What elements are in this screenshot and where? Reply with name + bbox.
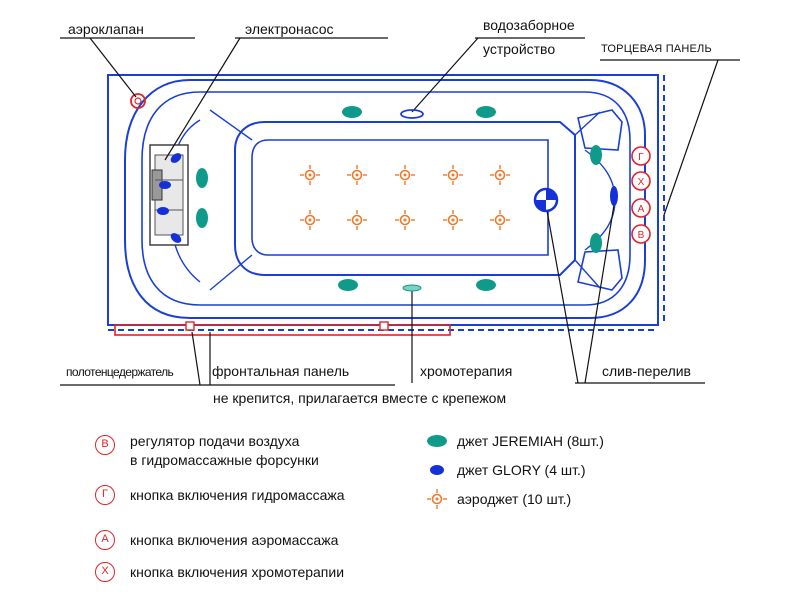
- water-intake-icon: [400, 109, 424, 119]
- basin-corner-line: [209, 254, 253, 291]
- label-pump: электронасос: [245, 21, 334, 37]
- legend-item-label: кнопка включения аэромассажа: [130, 532, 339, 548]
- chromotherapy-lamp-icon: [402, 284, 422, 292]
- panel-button-3: А: [631, 198, 651, 218]
- legend-item-label: в гидромассажные форсунки: [130, 452, 319, 468]
- panel-button-circle: [631, 198, 651, 218]
- aerojet-icon: [427, 489, 447, 509]
- panel-button-1: Г: [631, 146, 651, 166]
- legend-button-icon: В: [95, 435, 115, 455]
- label-front-note: не крепится, прилагается вместе с крепеж…: [213, 390, 507, 406]
- leader-pump: [164, 37, 241, 161]
- aerojet-icon: [443, 210, 463, 230]
- blue-jet-icon: [170, 153, 182, 163]
- panel-button-letter: А: [638, 204, 645, 215]
- label-front-panel: фронтальная панель: [212, 363, 350, 379]
- towel-holder-bar: [114, 324, 451, 336]
- bathtub-inner-rim: [141, 91, 631, 306]
- leader-drain: [584, 204, 615, 384]
- panel-button-letter: Г: [638, 152, 644, 163]
- aerojet-icon: [347, 210, 367, 230]
- aerojet-icon: [300, 210, 320, 230]
- bathtub-basin-floor: [251, 139, 549, 256]
- drain-icon-fill: [535, 189, 557, 211]
- basin-corner-line: [209, 109, 253, 141]
- legend-item-label: кнопка включения хромотерапии: [130, 564, 345, 580]
- leader-intake: [411, 37, 479, 113]
- aerojet-icon: [395, 210, 415, 230]
- aerojet-icon: [300, 165, 320, 185]
- legend-jet-label: джет JEREMIAH (8шт.): [457, 433, 604, 449]
- air-valve-icon: [130, 93, 146, 109]
- legend-jet-label: аэроджет (10 шт.): [457, 491, 572, 507]
- teal-jet-icon: [338, 279, 358, 291]
- label-drain: слив-перелив: [602, 363, 691, 379]
- teal-jet-icon: [476, 279, 496, 291]
- towel-holder-mount: [185, 321, 195, 331]
- legend-item-label: регулятор подачи воздуха: [130, 433, 300, 449]
- towel-holder-mount: [379, 321, 389, 331]
- blue-jet-icon: [170, 233, 182, 243]
- aerojet-icon: [427, 489, 447, 509]
- teal-jet-icon: [342, 106, 362, 118]
- panel-button-letter: В: [638, 230, 645, 241]
- panel-button-2: Х: [631, 171, 651, 191]
- label-end-panel: ТОРЦЕВАЯ ПАНЕЛЬ: [601, 43, 712, 55]
- aerojet-icon: [490, 210, 510, 230]
- blue-jet-icon: [430, 465, 444, 475]
- panel-button-circle: [631, 224, 651, 244]
- teal-jet-icon: [196, 208, 208, 228]
- panel-buttons: Г Х А В: [631, 146, 651, 244]
- panel-button-circle: [631, 171, 651, 191]
- label-intake-line1: водозаборное: [483, 17, 575, 33]
- panel-button-letter: Х: [638, 177, 645, 188]
- aerojet-icon: [395, 165, 415, 185]
- aerojet-icon: [347, 165, 367, 185]
- blue-jets: [157, 153, 182, 243]
- aerojets: [300, 165, 510, 230]
- teal-jet-icon: [427, 435, 447, 447]
- legend-jet-label: джет GLORY (4 шт.): [457, 462, 586, 478]
- panel-button-circle: [631, 146, 651, 166]
- blue-jet-icon: [159, 181, 171, 189]
- legend-button-icon: Г: [95, 485, 115, 505]
- label-chromotherapy: хромотерапия: [420, 363, 513, 379]
- leader-towel-holder: [191, 331, 201, 386]
- teal-jet-icon: [196, 168, 208, 188]
- blue-jet-icon: [157, 207, 169, 215]
- teal-jets: [196, 106, 602, 291]
- leader-drain: [545, 204, 579, 384]
- armrest-top: [577, 109, 623, 151]
- legend-button-icon: Х: [95, 562, 115, 582]
- leader-end-panel: [663, 59, 719, 216]
- basin-corner-line: [574, 111, 601, 136]
- label-air-valve: аэроклапан: [68, 21, 144, 37]
- aerojet-icon: [443, 165, 463, 185]
- overflow-icon: [610, 186, 618, 206]
- teal-jet-icon: [590, 145, 602, 165]
- air-valve-center: [134, 97, 142, 105]
- label-intake-line2: устройство: [483, 41, 556, 57]
- aerojet-icon: [490, 165, 510, 185]
- panel-button-4: В: [631, 224, 651, 244]
- leader-air-valve: [89, 37, 137, 98]
- label-towel-holder: полотенцедержатель: [66, 365, 174, 379]
- teal-jet-icon: [476, 106, 496, 118]
- legend-button-icon: А: [95, 530, 115, 550]
- basin-corner-line: [574, 259, 601, 289]
- bathtub-basin: [234, 121, 576, 276]
- bathtub-rim: [124, 79, 646, 319]
- teal-jet-icon: [590, 233, 602, 253]
- legend-item-label: кнопка включения гидромассажа: [130, 487, 345, 503]
- armrest-bottom: [577, 249, 623, 291]
